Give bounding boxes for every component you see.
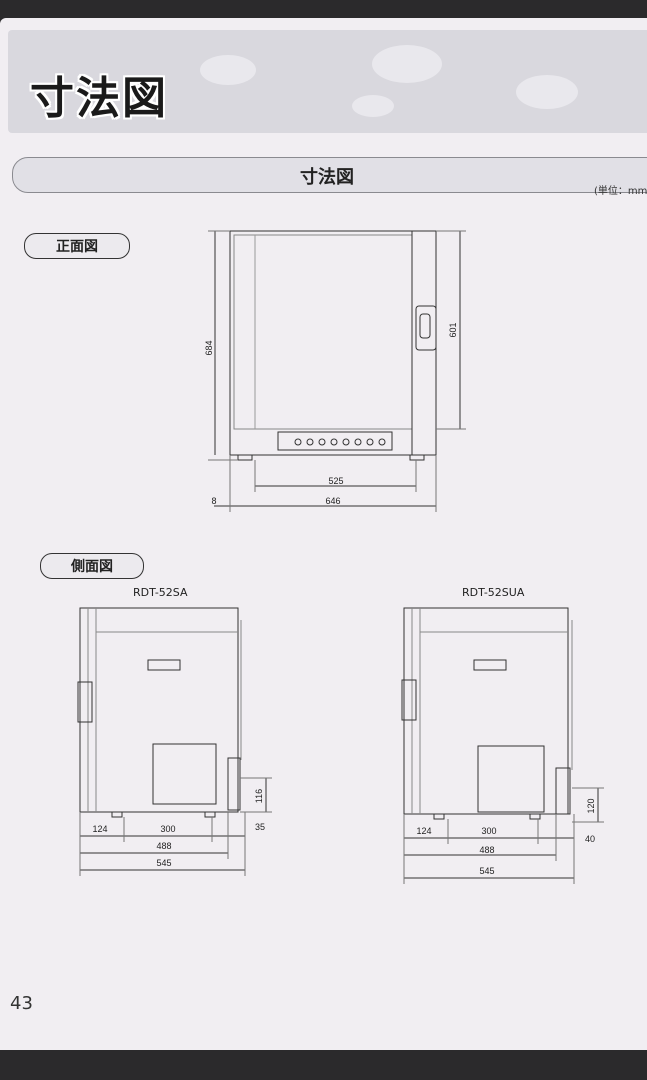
side-view-label: 側面図 [40, 553, 144, 579]
side-sa-panel [152, 743, 217, 805]
dim-text-116: 116 [254, 789, 264, 803]
side-sua-drain [555, 767, 571, 815]
side-view-sa-drawing [77, 607, 272, 876]
side-sa-handle [77, 681, 93, 723]
cloud-decoration [200, 55, 256, 85]
side-view-sua-drawing [401, 607, 604, 884]
dim-text-488: 488 [479, 845, 494, 855]
front-foot-left [237, 454, 253, 461]
model-label-sua: RDT-52SUA [462, 586, 525, 599]
dim-text-300: 300 [160, 824, 175, 834]
dim-text-40: 40 [585, 834, 595, 844]
model-label-sa: RDT-52SA [133, 586, 188, 599]
dim-text-488: 488 [156, 841, 171, 851]
dim-text-124: 124 [92, 824, 107, 834]
dim-text-300: 300 [481, 826, 496, 836]
front-view-label: 正面図 [24, 233, 130, 259]
front-view-drawing [208, 230, 466, 512]
side-sa-foot [111, 811, 123, 818]
side-sa-body [79, 607, 239, 813]
cloud-decoration [352, 95, 394, 117]
dim-text-120: 120 [586, 798, 596, 813]
page-title: 寸法図 [30, 73, 168, 124]
section-header-bar [12, 157, 647, 193]
section-title: 寸法図 [300, 167, 354, 188]
control-buttons [294, 438, 386, 446]
dim-text-124: 124 [416, 826, 431, 836]
dim-text-646: 646 [325, 496, 340, 506]
unit-label: (単位：mm [594, 186, 647, 197]
cloud-decoration [516, 75, 578, 109]
front-handle [415, 305, 437, 351]
side-sa-vent [147, 659, 181, 671]
control-panel [277, 431, 393, 451]
side-sua-foot [433, 813, 445, 820]
dim-text-684: 684 [204, 340, 214, 355]
dim-text-8: 8 [211, 496, 216, 506]
side-sa-drain [227, 757, 241, 811]
dim-text-601: 601 [448, 322, 458, 337]
dim-text-35: 35 [255, 822, 265, 832]
side-sua-handle [401, 679, 417, 721]
front-handle-inner [419, 313, 431, 339]
dim-text-545: 545 [156, 858, 171, 868]
front-door-panel [233, 234, 413, 430]
dim-text-545: 545 [479, 866, 494, 876]
front-foot-right [409, 454, 425, 461]
side-sua-vent [473, 659, 507, 671]
page-number: 43 [10, 993, 33, 1014]
front-body-outline [229, 230, 437, 456]
side-sua-body [403, 607, 569, 815]
cloud-decoration [372, 45, 442, 83]
side-sua-foot [529, 813, 541, 820]
side-sua-panel [477, 745, 545, 813]
side-sa-foot [204, 811, 216, 818]
dim-text-525: 525 [328, 476, 343, 486]
